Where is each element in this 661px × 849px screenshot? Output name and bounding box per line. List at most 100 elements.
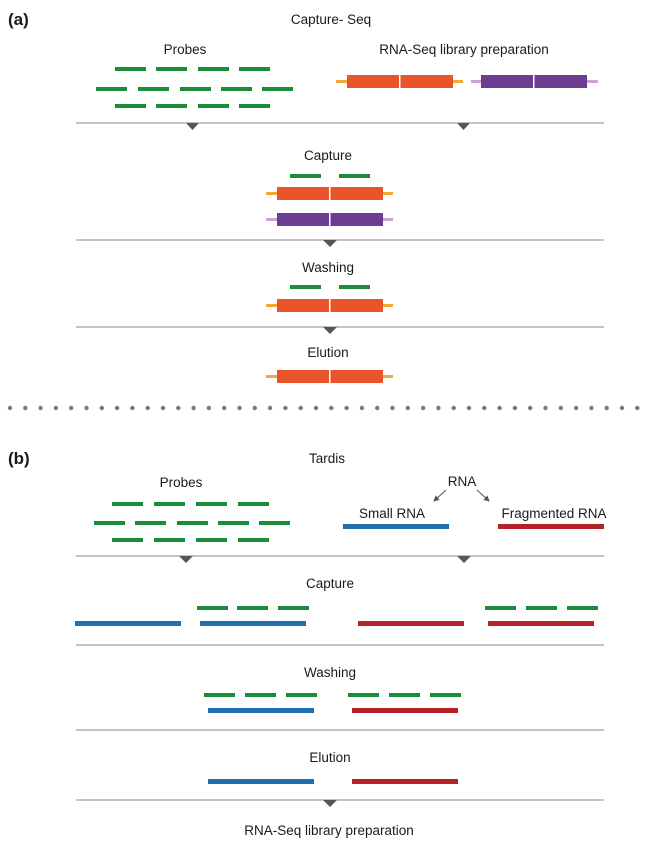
- probe: [290, 174, 321, 178]
- separator-dot: [222, 405, 227, 411]
- down-arrow-icon: [323, 327, 337, 334]
- separator-dot: [543, 405, 548, 411]
- panel-separator-dots: [7, 405, 640, 411]
- panel-b-probes-label: Probes: [160, 475, 203, 490]
- probe: [237, 606, 268, 610]
- separator-dot: [359, 405, 365, 411]
- separator-dot: [7, 405, 13, 411]
- probe: [221, 87, 252, 91]
- down-arrow-icon: [457, 556, 471, 563]
- panel-a-elution-label: Elution: [307, 345, 348, 360]
- separator-dot: [191, 405, 196, 411]
- probe: [154, 538, 185, 542]
- separator-dot: [313, 405, 319, 411]
- small-rna-label: Small RNA: [359, 506, 425, 521]
- separator-dot: [145, 405, 150, 411]
- panel-a-capture-label: Capture: [304, 148, 352, 163]
- down-arrow-icon: [186, 123, 199, 130]
- probe: [196, 538, 227, 542]
- separator-dot: [528, 405, 533, 411]
- probe: [259, 521, 290, 525]
- small-rna-strand: [75, 621, 181, 626]
- separator-dot: [206, 405, 212, 411]
- panel-a-letter: (a): [8, 10, 29, 29]
- panel-b-letter: (b): [8, 449, 30, 468]
- probe: [290, 285, 321, 289]
- fragment-junction: [329, 370, 331, 383]
- captured-fragment-purple: [266, 213, 393, 226]
- fragment-junction: [329, 187, 331, 200]
- fragment-junction: [329, 213, 331, 226]
- eluted-fragment-orange: [266, 370, 393, 383]
- separator-dot: [99, 405, 105, 411]
- down-arrow-icon: [179, 556, 193, 563]
- probe: [430, 693, 461, 697]
- probe: [286, 693, 317, 697]
- washed-fragment-orange: [266, 299, 393, 312]
- probe: [112, 502, 143, 506]
- probe: [156, 104, 187, 108]
- separator-dot: [160, 405, 166, 411]
- separator-dot: [589, 405, 594, 411]
- separator-dot: [451, 405, 456, 411]
- probe: [96, 87, 127, 91]
- panel-a-washing-label: Washing: [302, 260, 354, 275]
- separator-dot: [405, 405, 410, 411]
- probe: [198, 104, 229, 108]
- probe: [218, 521, 249, 525]
- probe: [567, 606, 598, 610]
- separator-dot: [420, 405, 426, 411]
- probe: [156, 67, 187, 71]
- panel-b-probes: [94, 502, 290, 542]
- probe: [198, 67, 229, 71]
- fragmented-rna-strand: [358, 621, 464, 626]
- probe: [245, 693, 276, 697]
- panel-a-title: Capture- Seq: [291, 12, 371, 27]
- separator-dot: [512, 405, 518, 411]
- separator-dot: [38, 405, 43, 411]
- separator-dot: [573, 405, 579, 411]
- panel-a-probes-label: Probes: [164, 42, 207, 57]
- fragment-junction: [329, 299, 331, 312]
- separator-dot: [23, 405, 28, 411]
- probe: [348, 693, 379, 697]
- separator-dot: [84, 405, 89, 411]
- probe: [204, 693, 235, 697]
- probe: [180, 87, 211, 91]
- panel-a-library-fragment-purple: [471, 75, 598, 88]
- probe: [238, 538, 269, 542]
- arrow-to-small-rna-icon: [433, 489, 447, 502]
- separator-dot: [619, 405, 625, 411]
- fragmented-rna-label: Fragmented RNA: [501, 506, 606, 521]
- probe: [239, 67, 270, 71]
- panel-b-elution-label: Elution: [309, 750, 350, 765]
- separator-dot: [176, 405, 181, 411]
- arrow-to-fragmented-rna-icon: [476, 489, 490, 502]
- separator-dot: [375, 405, 380, 411]
- probe: [115, 67, 146, 71]
- separator-dot: [390, 405, 395, 411]
- probe: [278, 606, 309, 610]
- separator-dot: [252, 405, 257, 411]
- panel-b-footer-label: RNA-Seq library preparation: [244, 823, 414, 838]
- separator-dot: [436, 405, 441, 411]
- separator-dot: [497, 405, 502, 411]
- separator-dot: [114, 405, 120, 411]
- separator-dot: [482, 405, 487, 411]
- probe: [197, 606, 228, 610]
- small-rna-strand: [208, 708, 314, 713]
- panel-b-rna-label: RNA: [448, 474, 477, 489]
- panel-a-library-fragment-orange: [336, 75, 463, 88]
- probe: [339, 174, 370, 178]
- down-arrow-icon: [323, 800, 337, 807]
- probe: [138, 87, 169, 91]
- captured-fragment-orange: [266, 187, 393, 200]
- probe: [262, 87, 293, 91]
- small-rna-strand: [343, 524, 449, 529]
- probe: [115, 104, 146, 108]
- fragment-junction: [399, 75, 401, 88]
- probe: [389, 693, 420, 697]
- separator-dot: [130, 405, 135, 411]
